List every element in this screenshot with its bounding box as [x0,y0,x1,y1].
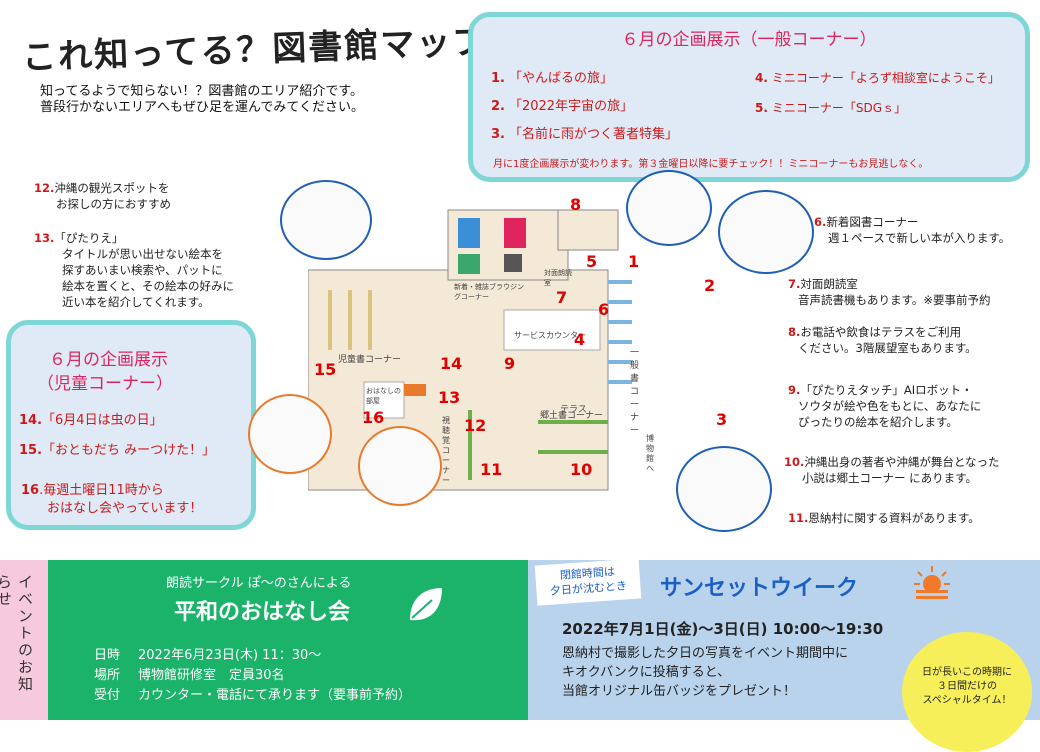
map-num-13: 13 [438,388,461,407]
note-9: 9.「ぴたりえタッチ」AIロボット・ ソウタが絵や色をもとに、あなたに ぴったり… [788,383,982,429]
map-reading-room-label: 対面朗読室 [544,269,572,287]
kids-item-16: 16.毎週土曜日11時から [21,483,164,498]
sunset-dates: 2022年7月1日(金)～3日(日) 10:00～19:30 [562,620,884,638]
page-title: これ知ってる？図書館マップ [21,21,489,79]
sunset-icon [912,564,952,604]
exhibit-item-1: 1.「やんばるの旅」 [491,71,613,86]
note-7: 7.対面朗読室 音声読書機もあります。※要事前予約 [788,277,991,307]
note-8: 8.お電話や飲食はテラスをご利用 ください。3階展望室もあります。 [788,325,977,355]
story-title: 平和のおはなし会 [174,600,351,625]
kids-heading-1: ６月の企画展示 [49,350,168,370]
map-num-14: 14 [440,354,463,373]
note-13: 13.「ぴたりえ」 タイトルが思い出せない絵本を 探すあいまい検索や、パットに … [34,231,235,309]
map-num-9: 9 [504,354,516,373]
exhibit-item-2: 2.「2022年宇宙の旅」 [491,99,634,114]
kids-item-15: 15.「おともだち みーつけた！」 [19,443,216,458]
photo-bubble-15 [248,394,332,474]
story-circle: 朗読サークル ぽ～のさんによる [166,576,352,591]
map-num-3: 3 [716,410,728,429]
kids-item-14: 14.「6月4日は虫の日」 [19,413,163,428]
map-num-2: 2 [704,276,716,295]
exhibit-item-4: 4.ミニコーナー「よろず相談室にようこそ」 [755,71,1000,85]
leaf-icon [402,582,448,628]
map-museum-label: 博物館へ [646,434,654,473]
map-num-6: 6 [598,300,610,319]
photo-bubble-16 [358,426,442,506]
map-num-5: 5 [586,252,598,271]
general-exhibit-box: ６月の企画展示（一般コーナー） 1.「やんばるの旅」 2.「2022年宇宙の旅」… [468,12,1030,182]
exhibit-note: 月に1度企画展示が変わります。第３金曜日以降に要チェック！！ミニコーナーもお見逃… [493,159,929,170]
map-num-16: 16 [362,408,385,427]
note-6: 6.新着図書コーナー 週１ペースで新しい本が入ります。 [814,215,1011,245]
map-service-label: サービスカウンター [514,331,586,340]
map-local-label: 郷土書コーナー [540,411,604,421]
exhibit-item-3: 3.「名前に雨がつく著者特集」 [491,127,678,142]
intro-text: 知ってるようで知らない！？図書館のエリア紹介です。 普段行かないエリアへもぜひ足… [40,84,364,115]
sunset-desc: 恩納村で撮影した夕日の写真をイベント期間中に キオクバンクに投稿すると、 当館オ… [562,646,849,699]
sunset-tag: 閉館時間は 夕日が沈むとき [534,558,642,606]
map-newspaper-label: 新着・雑誌ブラウジングコーナー [454,283,524,301]
map-children-label: 児童書コーナー [338,355,402,365]
map-ohanashi-label: おはなしの部屋 [366,387,401,405]
photo-bubble-13 [280,180,372,260]
sunset-title: サンセットウイーク [660,576,859,601]
sunset-bubble: 日が長いこの時期に ３日間だけの スペシャルタイム！ [902,632,1032,752]
event-label: イベントのお知らせ [0,560,48,720]
note-10: 10.沖縄出身の著者や沖縄が舞台となった 小説は郷土コーナー にあります。 [784,455,1000,485]
map-general-label: 一般書コーナー [630,348,640,436]
map-terrace-label: テラス [560,405,587,415]
note-12: 12.沖縄の観光スポットを お探しの方におすすめ [34,181,171,211]
map-num-11: 11 [480,460,503,479]
map-num-7: 7 [556,288,568,307]
map-num-15: 15 [314,360,337,379]
map-num-1: 1 [628,252,640,271]
floor-map-svg [307,209,632,491]
note-11: 11.恩納村に関する資料があります。 [788,511,980,525]
photo-bubble-1 [626,170,712,246]
general-exhibit-heading: ６月の企画展示（一般コーナー） [621,30,877,50]
map-num-8: 8 [570,195,582,214]
map-num-12: 12 [464,416,487,435]
floor-map: テラス 対面朗読室 新着・雑誌ブラウジングコーナー サービスカウンター 一般書コ… [307,190,727,502]
map-num-10: 10 [570,460,593,479]
kids-exhibit-box: ６月の企画展示 （児童コーナー） 14.「6月4日は虫の日」 15.「おともだち… [6,320,256,530]
map-av-label: 視聴覚コーナー [442,416,450,485]
kids-heading-2: （児童コーナー） [37,374,173,394]
photo-bubble-6 [718,190,814,274]
kids-item-16-line2: おはなし会やっています！ [47,501,203,516]
map-num-4: 4 [574,330,586,349]
photo-bubble-3 [676,446,772,532]
exhibit-item-5: 5.ミニコーナー「SDGｓ」 [755,101,907,115]
